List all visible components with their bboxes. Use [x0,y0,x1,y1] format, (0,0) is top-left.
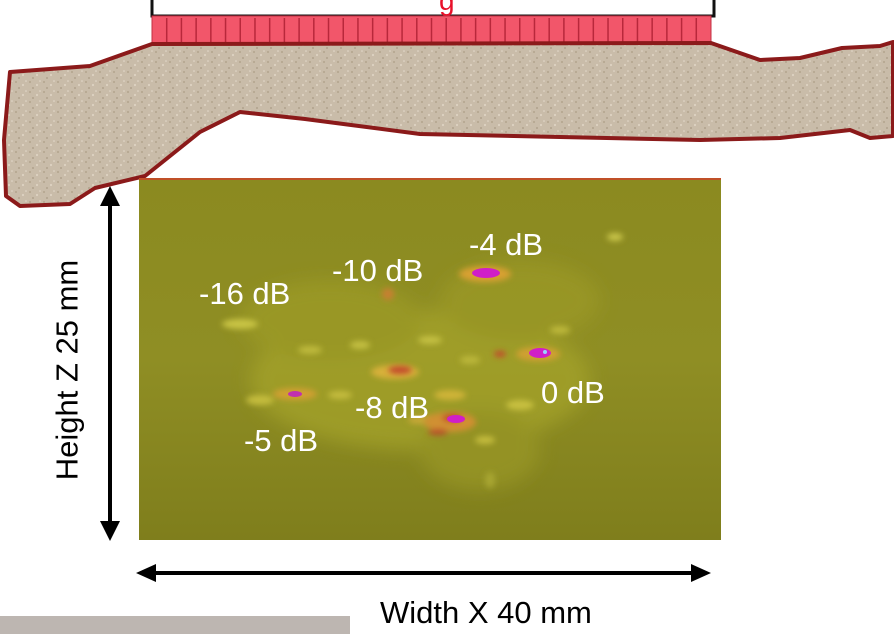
probe-element-lines [165,18,698,42]
label-0-db: 0 dB [541,375,605,410]
transducer-probe: g [150,0,716,45]
ultrasound-image [139,178,721,540]
bottom-left-panel [0,616,350,634]
label-minus-10-db: -10 dB [332,253,424,288]
specimen-layer [2,40,894,208]
label-minus-5-db: -5 dB [244,423,319,458]
height-axis-label: Height Z 25 mm [49,259,85,481]
label-minus-16-db: -16 dB [199,276,291,311]
reflector-peak-minus-4db [472,268,500,278]
probe-housing [150,0,716,18]
probe-label: g [439,0,455,16]
speckle-field [240,260,600,490]
label-minus-4-db: -4 dB [469,227,544,262]
label-minus-8-db: -8 dB [355,390,430,425]
reflector-peak-minus-8db [447,415,465,423]
reflector-peak-0db [529,348,551,358]
reflector-peak-center [543,350,547,354]
reflector-peak-minus-5db [288,391,302,397]
width-arrow [136,564,711,582]
width-axis-label: Width X 40 mm [380,595,592,630]
height-arrow [100,186,120,541]
